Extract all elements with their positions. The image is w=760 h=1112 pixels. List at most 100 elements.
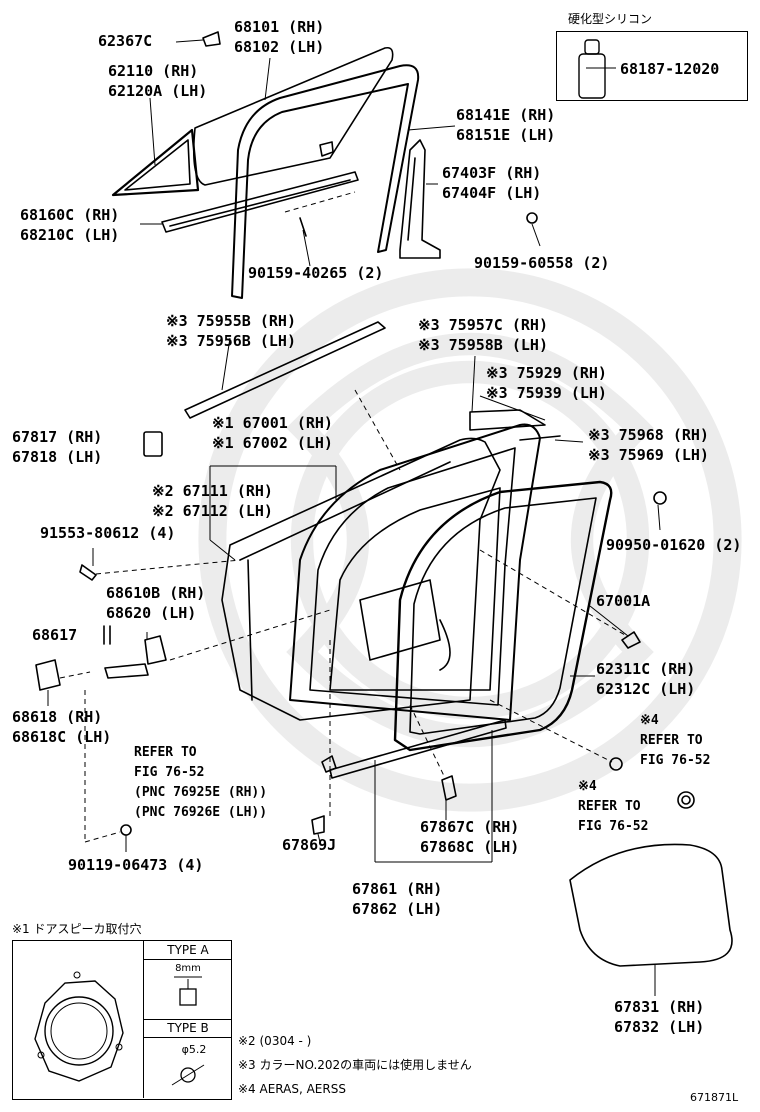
label-90119: 90119-06473 (4) xyxy=(68,856,204,874)
door-glass xyxy=(192,46,394,186)
plug-67001a xyxy=(621,631,641,649)
label-62311c: 62311C (RH) xyxy=(596,660,696,678)
label-67002: ※1 67002 (LH) xyxy=(212,434,333,452)
door-weatherstrip xyxy=(393,480,613,752)
belt-weatherstrip xyxy=(161,171,359,233)
label-68610b: 68610B (RH) xyxy=(106,584,206,602)
bolt-90159-40265 xyxy=(299,217,307,237)
door-hinge xyxy=(144,635,167,665)
refer-note-1-line2: FIG 76-52 xyxy=(134,765,205,780)
note-3: ※3 カラーNO.202の車両には使用しません xyxy=(238,1058,472,1072)
label-68141e: 68141E (RH) xyxy=(456,106,556,124)
type-b-heading: TYPE B xyxy=(167,1021,209,1035)
label-68618: 68618 (RH) xyxy=(12,708,103,726)
label-90159-40265: 90159-40265 (2) xyxy=(248,264,384,282)
door-inner-panel xyxy=(329,487,501,691)
label-67861: 67861 (RH) xyxy=(352,880,443,898)
sealant-bottle-icon xyxy=(578,39,606,99)
refer-part-3 xyxy=(321,755,337,773)
clip-62367c xyxy=(202,31,221,47)
figure-id: 671871L xyxy=(690,1091,739,1104)
door-checker xyxy=(35,659,61,691)
quarter-glass xyxy=(111,128,200,197)
label-67831: 67831 (RH) xyxy=(614,998,705,1016)
type-a-dimension: 8mm xyxy=(175,963,201,974)
type-b-dimension: φ5.2 xyxy=(181,1043,207,1056)
label-67862: 67862 (LH) xyxy=(352,900,443,918)
label-68187: 68187-12020 xyxy=(620,60,720,78)
inset-title: 硬化型シリコン xyxy=(568,12,653,26)
label-67001: ※1 67001 (RH) xyxy=(212,414,333,432)
label-68160c: 68160C (RH) xyxy=(20,206,120,224)
type-b-shape xyxy=(171,1064,205,1086)
label-75968: ※3 75968 (RH) xyxy=(588,426,709,444)
refer-note-1-line1: REFER TO xyxy=(134,745,197,760)
label-75957c: ※3 75957C (RH) xyxy=(418,316,548,334)
label-67111: ※2 67111 (RH) xyxy=(152,482,273,500)
label-75929: ※3 75929 (RH) xyxy=(486,364,607,382)
lower-molding xyxy=(329,719,507,779)
label-90950: 90950-01620 (2) xyxy=(606,536,742,554)
label-67001a: 67001A xyxy=(596,592,651,610)
belt-molding xyxy=(184,321,386,419)
label-75939: ※3 75939 (LH) xyxy=(486,384,607,402)
label-62367c: 62367C xyxy=(98,32,153,50)
refer-part-1 xyxy=(609,757,623,771)
label-75958b: ※3 75958B (LH) xyxy=(418,336,548,354)
rear-lower-channel xyxy=(399,139,441,259)
pnc-note-2: (PNC 76926E (LH)) xyxy=(134,805,268,820)
label-75955b: ※3 75955B (RH) xyxy=(166,312,296,330)
label-68617: 68617 xyxy=(32,626,78,644)
refer-note-3-line1: REFER TO xyxy=(578,799,641,814)
refer-note-2-line1: REFER TO xyxy=(640,733,703,748)
refer-note-2-line2: FIG 76-52 xyxy=(640,753,711,768)
label-67112: ※2 67112 (LH) xyxy=(152,502,273,520)
type-column: TYPE A 8mm TYPE B φ5.2 xyxy=(143,941,232,1098)
label-90159-60558: 90159-60558 (2) xyxy=(474,254,610,272)
door-outer-panel xyxy=(221,437,501,721)
door-frame xyxy=(289,423,541,721)
speaker-hole-shape xyxy=(34,971,124,1082)
type-a-heading: TYPE A xyxy=(167,943,209,957)
label-67867c: 67867C (RH) xyxy=(420,818,520,836)
type-a-shape xyxy=(174,976,202,1006)
label-67818: 67818 (LH) xyxy=(12,448,103,466)
clip-67869j xyxy=(311,815,325,835)
label-62110: 62110 (RH) xyxy=(108,62,199,80)
clip-67867c xyxy=(441,775,457,801)
refer-note-3-marker: ※4 xyxy=(578,779,597,794)
refer-note-2-marker: ※4 xyxy=(640,713,659,728)
label-67403f: 67403F (RH) xyxy=(442,164,542,182)
pnc-note-1: (PNC 76925E (RH)) xyxy=(134,785,268,800)
label-67868c: 67868C (LH) xyxy=(420,838,520,856)
grommet-90950 xyxy=(653,491,667,505)
cover-67817 xyxy=(143,431,163,457)
label-75956b: ※3 75956B (LH) xyxy=(166,332,296,350)
pin-68617 xyxy=(103,625,111,645)
speaker-hole-box: TYPE A 8mm TYPE B φ5.2 xyxy=(12,940,232,1100)
label-68101: 68101 (RH) xyxy=(234,18,325,36)
label-68102: 68102 (LH) xyxy=(234,38,325,56)
label-75969: ※3 75969 (LH) xyxy=(588,446,709,464)
label-68618c: 68618C (LH) xyxy=(12,728,112,746)
run-channel xyxy=(231,64,420,299)
label-91553: 91553-80612 (4) xyxy=(40,524,176,542)
edge-molding xyxy=(519,435,561,441)
label-62120a: 62120A (LH) xyxy=(108,82,208,100)
service-hole-cover xyxy=(569,843,733,967)
watermark-emblem xyxy=(198,268,742,812)
label-67817: 67817 (RH) xyxy=(12,428,103,446)
refer-note-3-line2: FIG 76-52 xyxy=(578,819,649,834)
screw-91553 xyxy=(79,564,97,581)
label-68210c: 68210C (LH) xyxy=(20,226,120,244)
label-67404f: 67404F (LH) xyxy=(442,184,542,202)
label-67832: 67832 (LH) xyxy=(614,1018,705,1036)
note-2: ※2 (0304 - ) xyxy=(238,1034,312,1048)
label-67869j: 67869J xyxy=(282,836,337,854)
label-68620: 68620 (LH) xyxy=(106,604,197,622)
bolt-90159-60558 xyxy=(526,212,538,224)
sealant-inset-box xyxy=(556,31,748,101)
label-68151e: 68151E (LH) xyxy=(456,126,556,144)
